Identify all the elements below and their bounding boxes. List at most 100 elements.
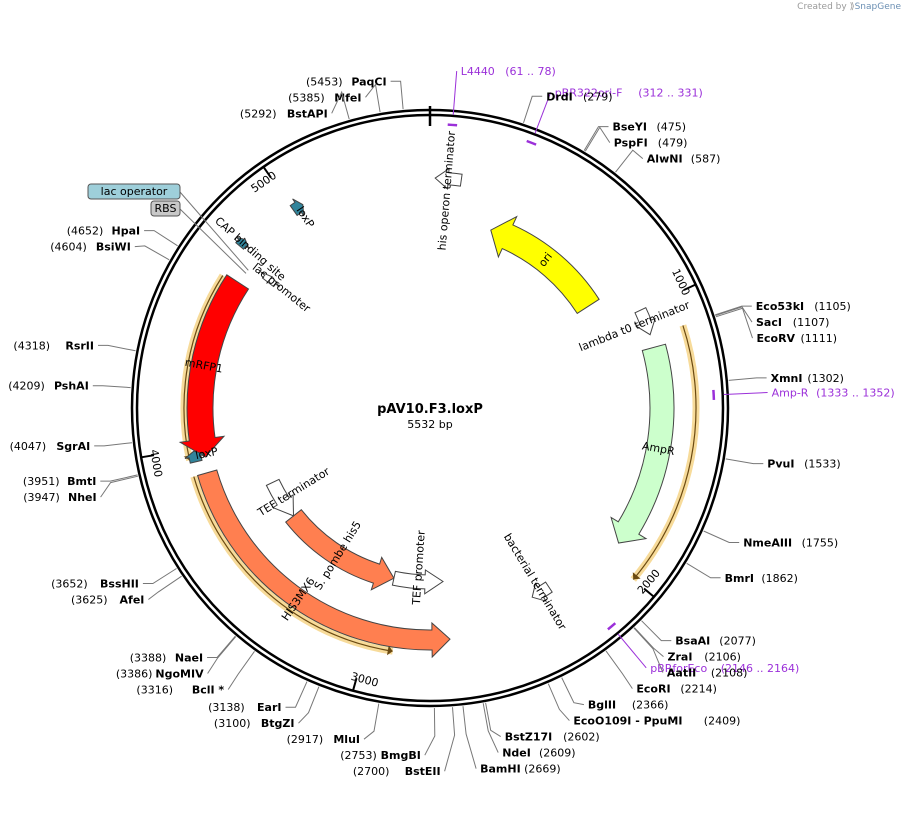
site-name[interactable]: BtgZI — [261, 717, 295, 730]
site-bsiwi[interactable]: BsiWI(4604) — [50, 241, 131, 254]
site-name[interactable]: AlwNI — [647, 153, 683, 166]
feature-tef-terminator[interactable] — [265, 478, 295, 517]
feature-his3mx6[interactable] — [196, 469, 451, 659]
feature-his-operon-terminator[interactable] — [434, 167, 463, 190]
site-saci[interactable]: SacI(1107) — [756, 316, 829, 329]
site-name[interactable]: BssHII — [100, 578, 139, 591]
primer-name[interactable]: pBR322ori-F — [555, 86, 623, 99]
site-hpai[interactable]: HpaI(4652) — [67, 225, 140, 238]
site-name[interactable]: PshAI — [54, 380, 89, 393]
primer-mark-amp-r[interactable] — [712, 389, 716, 400]
site-bsaai[interactable]: BsaAI(2077) — [675, 635, 756, 648]
feature-bacterial-terminator[interactable] — [531, 581, 553, 602]
site-name[interactable]: EcoRV — [757, 332, 796, 345]
feature-mrfp1[interactable] — [178, 274, 250, 458]
site-bmri[interactable]: BmrI(1862) — [725, 572, 798, 585]
site-name[interactable]: BmrI — [725, 572, 754, 585]
feature-ampr[interactable] — [610, 343, 675, 544]
site-name[interactable]: Eco53kI — [756, 300, 804, 313]
site-bsshii[interactable]: BssHII(3652) — [51, 578, 139, 591]
site-name[interactable]: NdeI — [502, 747, 531, 760]
site-name[interactable]: EarI — [257, 701, 281, 714]
boxed-label-rbs[interactable]: RBS — [155, 202, 177, 215]
feature-lambda-t0-terminator[interactable] — [634, 307, 656, 336]
site-name[interactable]: ZraI — [668, 651, 693, 664]
site-name[interactable]: BclI * — [192, 684, 225, 697]
site-name[interactable]: BstZ17I — [505, 731, 553, 744]
site-rsrii[interactable]: RsrII(4318) — [13, 339, 94, 352]
site-name[interactable]: BsiWI — [96, 241, 131, 254]
feature-ori[interactable] — [490, 215, 600, 315]
site-bmti[interactable]: BmtI(3951) — [23, 475, 96, 488]
site-zrai[interactable]: ZraI(2106) — [668, 651, 741, 664]
site-name[interactable]: DrdI — [546, 90, 573, 103]
site-name[interactable]: XmnI — [771, 372, 803, 385]
primer-name[interactable]: pBRforEco — [650, 662, 707, 675]
site-afei[interactable]: AfeI(3625) — [71, 594, 144, 607]
feature-cap-binding-site[interactable] — [235, 236, 250, 250]
site-bamhi[interactable]: BamHI(2669) — [480, 763, 561, 776]
site-naei[interactable]: NaeI(3388) — [130, 652, 203, 665]
primer-name[interactable]: Amp-R — [772, 387, 809, 400]
site-name[interactable]: PaqCI — [351, 75, 386, 88]
site-pvui[interactable]: PvuI(1533) — [767, 458, 840, 471]
site-name[interactable]: AfeI — [120, 594, 145, 607]
feature-loxp[interactable] — [289, 198, 305, 217]
site-name[interactable]: NaeI — [175, 652, 203, 665]
site-xmni[interactable]: XmnI(1302) — [771, 372, 844, 385]
primer-name[interactable]: L4440 — [461, 65, 495, 78]
site-name[interactable]: SgrAI — [56, 440, 90, 453]
site-paqci[interactable]: PaqCI(5453) — [306, 75, 387, 88]
site-btgzi[interactable]: BtgZI(3100) — [214, 717, 295, 730]
primer-mark-l4440[interactable] — [447, 123, 458, 127]
feature-s-pombe-his5[interactable] — [284, 508, 395, 591]
site-nhei[interactable]: NheI(3947) — [23, 491, 96, 504]
feature-lac-promoter[interactable] — [260, 271, 280, 288]
site-eari[interactable]: EarI(3138) — [208, 701, 281, 714]
site-bcli[interactable]: BclI *(3316) — [136, 684, 224, 697]
site-name[interactable]: BseYI — [613, 121, 647, 134]
site-name[interactable]: RsrII — [65, 339, 94, 352]
site-name[interactable]: EcoRI — [636, 683, 670, 696]
site-ecori[interactable]: EcoRI(2214) — [636, 683, 717, 696]
site-name[interactable]: EcoO109I - PpuMI — [573, 715, 682, 728]
site-name[interactable]: NheI — [68, 491, 97, 504]
site-name[interactable]: BglII — [588, 699, 616, 712]
site-name[interactable]: BsaAI — [675, 635, 710, 648]
site-name[interactable]: PspFI — [614, 137, 648, 150]
site-bstz17i[interactable]: BstZ17I(2602) — [505, 731, 600, 744]
primer-mark-pbrforeco[interactable] — [607, 622, 617, 631]
site-name[interactable]: AatII — [667, 667, 696, 680]
site-bmgbi[interactable]: BmgBI(2753) — [340, 749, 421, 762]
site-name[interactable]: HpaI — [111, 225, 140, 238]
site-ngomiv[interactable]: NgoMIV(3386) — [116, 668, 204, 681]
site-bseyi[interactable]: BseYI(475) — [613, 121, 687, 134]
site-ndei[interactable]: NdeI(2609) — [502, 747, 575, 760]
site-alwni[interactable]: AlwNI(587) — [647, 153, 721, 166]
site-nmeaiii[interactable]: NmeAIII(1755) — [743, 537, 838, 550]
site-pshai[interactable]: PshAI(4209) — [8, 380, 89, 393]
site-bsteii[interactable]: BstEII(2700) — [353, 765, 441, 778]
site-mfei[interactable]: MfeI(5385) — [288, 91, 361, 104]
site-name[interactable]: NgoMIV — [155, 668, 204, 681]
site-bglii[interactable]: BglII(2366) — [588, 699, 669, 712]
site-sgrai[interactable]: SgrAI(4047) — [10, 440, 91, 453]
site-ecorv[interactable]: EcoRV(1111) — [757, 332, 838, 345]
site-name[interactable]: BstAPI — [287, 107, 328, 120]
site-name[interactable]: PvuI — [767, 458, 794, 471]
feature-loxp[interactable] — [184, 450, 206, 464]
site-name[interactable]: BamHI — [480, 763, 521, 776]
site-bstapi[interactable]: BstAPI(5292) — [240, 107, 328, 120]
site-pspfi[interactable]: PspFI(479) — [614, 137, 688, 150]
site-ecoo109i-ppumi[interactable]: EcoO109I - PpuMI(2409) — [573, 715, 740, 728]
site-name[interactable]: SacI — [756, 316, 782, 329]
site-name[interactable]: MfeI — [334, 91, 361, 104]
site-name[interactable]: BmgBI — [381, 749, 421, 762]
site-name[interactable]: NmeAIII — [743, 537, 792, 550]
site-aatii[interactable]: AatII(2108) — [667, 667, 748, 680]
site-mlui[interactable]: MluI(2917) — [287, 733, 360, 746]
site-eco53ki[interactable]: Eco53kI(1105) — [756, 300, 851, 313]
feature-tef-promoter[interactable] — [391, 569, 444, 595]
primer-mark-pbr322ori-f[interactable] — [526, 139, 537, 146]
